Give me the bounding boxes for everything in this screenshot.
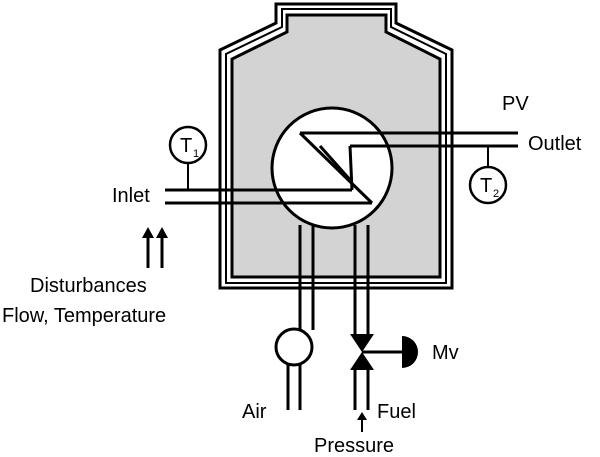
inlet-label: Inlet — [112, 185, 150, 207]
fuel-label: Fuel — [377, 401, 416, 423]
t1-symbol: T — [180, 135, 192, 157]
fuel-valve-actuator — [402, 336, 418, 368]
pipe-s-bend-inner — [348, 145, 354, 191]
t2-sensor — [468, 165, 508, 205]
t2-symbol: T — [480, 175, 492, 197]
pressure-arrow-head — [357, 412, 367, 420]
pipe-s-bend-outer — [298, 131, 374, 205]
disturbance-arrow-2-head — [156, 227, 168, 238]
combustion-chamber — [270, 106, 394, 230]
flow-temperature-label: Flow, Temperature — [2, 305, 166, 327]
t2-subscript: 2 — [493, 188, 499, 200]
air-blower — [274, 327, 314, 367]
mv-label: Mv — [432, 342, 459, 364]
disturbances-label: Disturbances — [30, 275, 147, 297]
furnace-outer-wall — [218, 2, 454, 290]
disturbance-arrow-1-head — [142, 227, 154, 238]
air-label: Air — [242, 401, 267, 423]
outlet-label: Outlet — [528, 133, 582, 155]
fuel-valve-body — [350, 334, 374, 370]
pipe-s-bend-curve — [318, 145, 354, 183]
t1-subscript: 1 — [193, 148, 199, 160]
pressure-label: Pressure — [314, 435, 394, 457]
pv-label: PV — [502, 93, 529, 115]
t1-sensor — [168, 125, 208, 165]
furnace-inner-wall-line — [225, 8, 447, 284]
